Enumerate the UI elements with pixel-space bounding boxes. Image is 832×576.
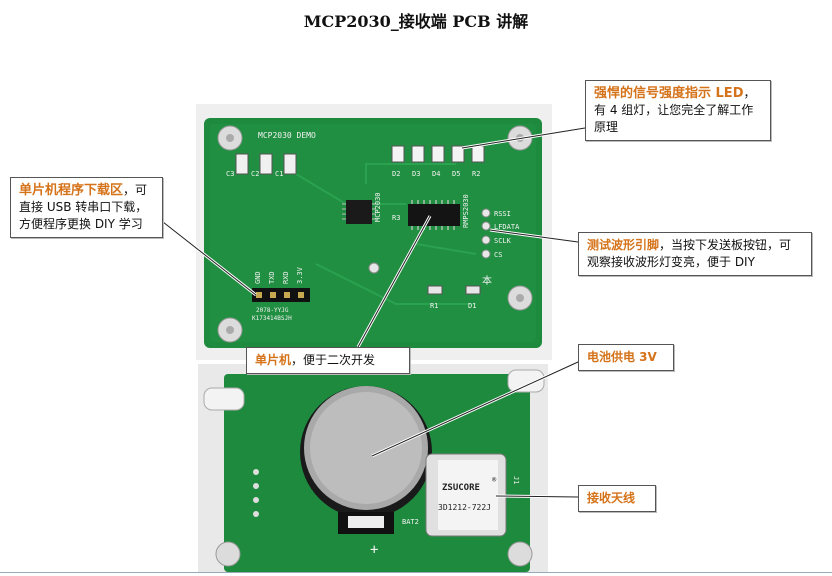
silk-mcp2030: MCP2030 bbox=[374, 192, 382, 222]
silk-d1: D1 bbox=[468, 302, 476, 310]
silk-sclk: SCLK bbox=[494, 237, 512, 245]
silk-plus: + bbox=[370, 542, 378, 558]
callout-test-pins-highlight: 测试波形引脚 bbox=[587, 238, 660, 252]
silk-cs: CS bbox=[494, 251, 502, 259]
antenna-reg: ® bbox=[492, 476, 497, 484]
pcb-bottom-photo: BAT2 + ZSUCORE ® 3D1212-722J J1 bbox=[198, 364, 548, 572]
callout-mcu-download-highlight: 单片机程序下载区 bbox=[19, 183, 124, 198]
callout-antenna-highlight: 接收天线 bbox=[587, 491, 636, 505]
callout-test-pins-text: ，当按下发送板按钮，可观察接收波形灯变亮，便于 DIY bbox=[587, 238, 792, 269]
callout-led-highlight: 强悍的信号强度指示 LED bbox=[594, 86, 744, 101]
silk-mark: 本 bbox=[482, 274, 492, 287]
silk-r1: R1 bbox=[430, 302, 438, 310]
silk-3v3: 3.3V bbox=[296, 266, 304, 284]
callout-antenna: 接收天线 bbox=[578, 485, 656, 512]
page-title: MCP2030_接收端 PCB 讲解 bbox=[303, 12, 529, 31]
silk-rmps2030: RMPS2030 bbox=[462, 194, 470, 228]
silk-txd: TXD bbox=[268, 271, 276, 284]
silk-j1: J1 bbox=[512, 476, 520, 484]
bottom-rule bbox=[0, 572, 832, 573]
silk-demo: MCP2030 DEMO bbox=[258, 131, 316, 140]
callout-battery: 电池供电 3V bbox=[578, 344, 674, 371]
silk-c3: C3 bbox=[226, 170, 234, 178]
callout-mcu-download: 单片机程序下载区，可直接 USB 转串口下载，方便程序更换 DIY 学习 bbox=[10, 177, 163, 238]
callout-mcu-download-text: ，可直接 USB 转串口下载，方便程序更换 DIY 学习 bbox=[19, 183, 148, 231]
silk-c1: C1 bbox=[275, 170, 283, 178]
silk-bat2: BAT2 bbox=[402, 518, 419, 526]
callout-mcu-highlight: 单片机 bbox=[255, 353, 292, 367]
silk-d4: D4 bbox=[432, 170, 440, 178]
silk-code-1: 2078-YYJG bbox=[256, 307, 289, 314]
silk-rssi: RSSI bbox=[494, 210, 511, 218]
silk-d5: D5 bbox=[452, 170, 460, 178]
callout-led-text: ，有 4 组灯，让您完全了解工作原理 bbox=[594, 86, 756, 134]
callout-test-pins: 测试波形引脚，当按下发送板按钮，可观察接收波形灯变亮，便于 DIY bbox=[578, 232, 812, 276]
callout-mcu-text: ，便于二次开发 bbox=[291, 353, 376, 367]
antenna-brand: ZSUCORE bbox=[442, 483, 480, 493]
silk-c2: C2 bbox=[251, 170, 259, 178]
silk-gnd: GND bbox=[254, 271, 262, 284]
silk-r3: R3 bbox=[392, 214, 400, 222]
silk-code-2: K173414BSJH bbox=[252, 315, 292, 322]
callout-battery-highlight: 电池供电 3V bbox=[587, 350, 657, 364]
silk-d3: D3 bbox=[412, 170, 420, 178]
silk-d2: D2 bbox=[392, 170, 400, 178]
callout-led: 强悍的信号强度指示 LED，有 4 组灯，让您完全了解工作原理 bbox=[585, 80, 771, 141]
silk-lfdata: LFDATA bbox=[494, 223, 520, 231]
silk-rxd: RXD bbox=[282, 271, 290, 284]
antenna-model: 3D1212-722J bbox=[438, 503, 491, 512]
callout-mcu: 单片机，便于二次开发 bbox=[246, 347, 410, 374]
silk-r2: R2 bbox=[472, 170, 480, 178]
pcb-top-photo: MCP2030 DEMO C3 C2 C1 D2 D3 D4 D5 R2 MCP… bbox=[196, 104, 552, 360]
